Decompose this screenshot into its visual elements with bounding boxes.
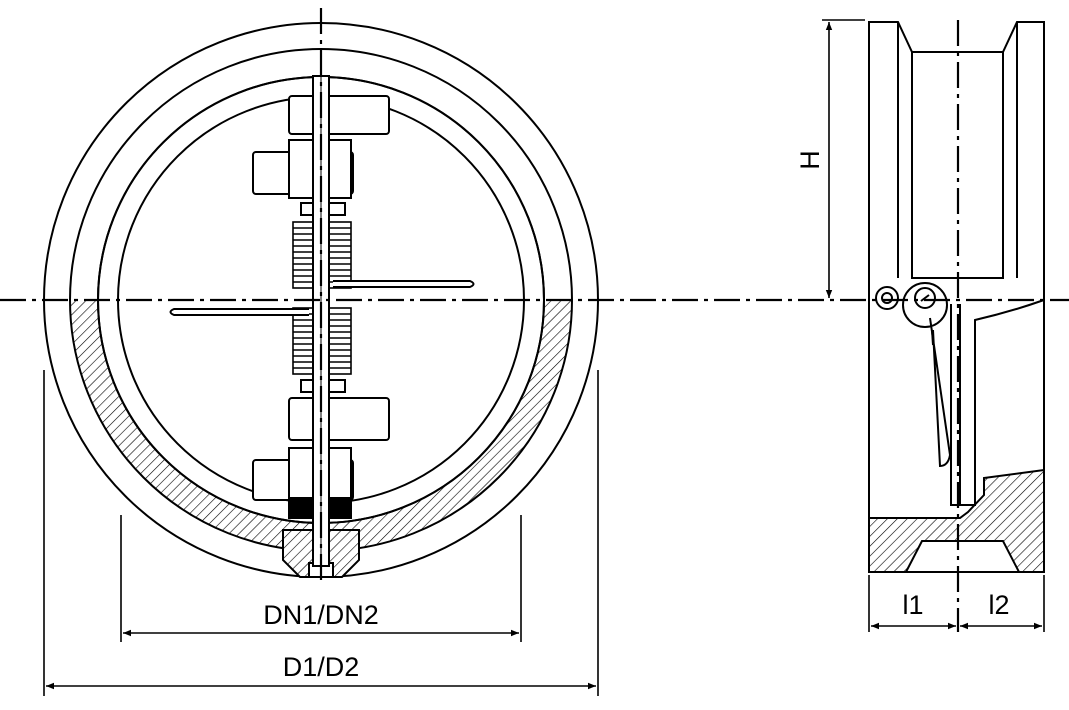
d-label: D1/D2 <box>283 652 360 682</box>
l1-label: l1 <box>902 590 923 620</box>
l2-label: l2 <box>988 590 1009 620</box>
side-section-hatch <box>868 468 1045 573</box>
dn-label: DN1/DN2 <box>263 600 379 630</box>
front-view <box>43 22 599 578</box>
dimensions <box>43 19 1045 696</box>
spring-arm <box>929 317 952 468</box>
disc-edge-lower <box>169 308 309 316</box>
disc-edge-upper <box>333 280 475 288</box>
side-view <box>868 21 1045 573</box>
h-label: H <box>795 150 825 170</box>
hinge-circle-large <box>902 282 948 328</box>
hinge-circle-small <box>875 286 899 310</box>
centerlines <box>0 8 1069 632</box>
